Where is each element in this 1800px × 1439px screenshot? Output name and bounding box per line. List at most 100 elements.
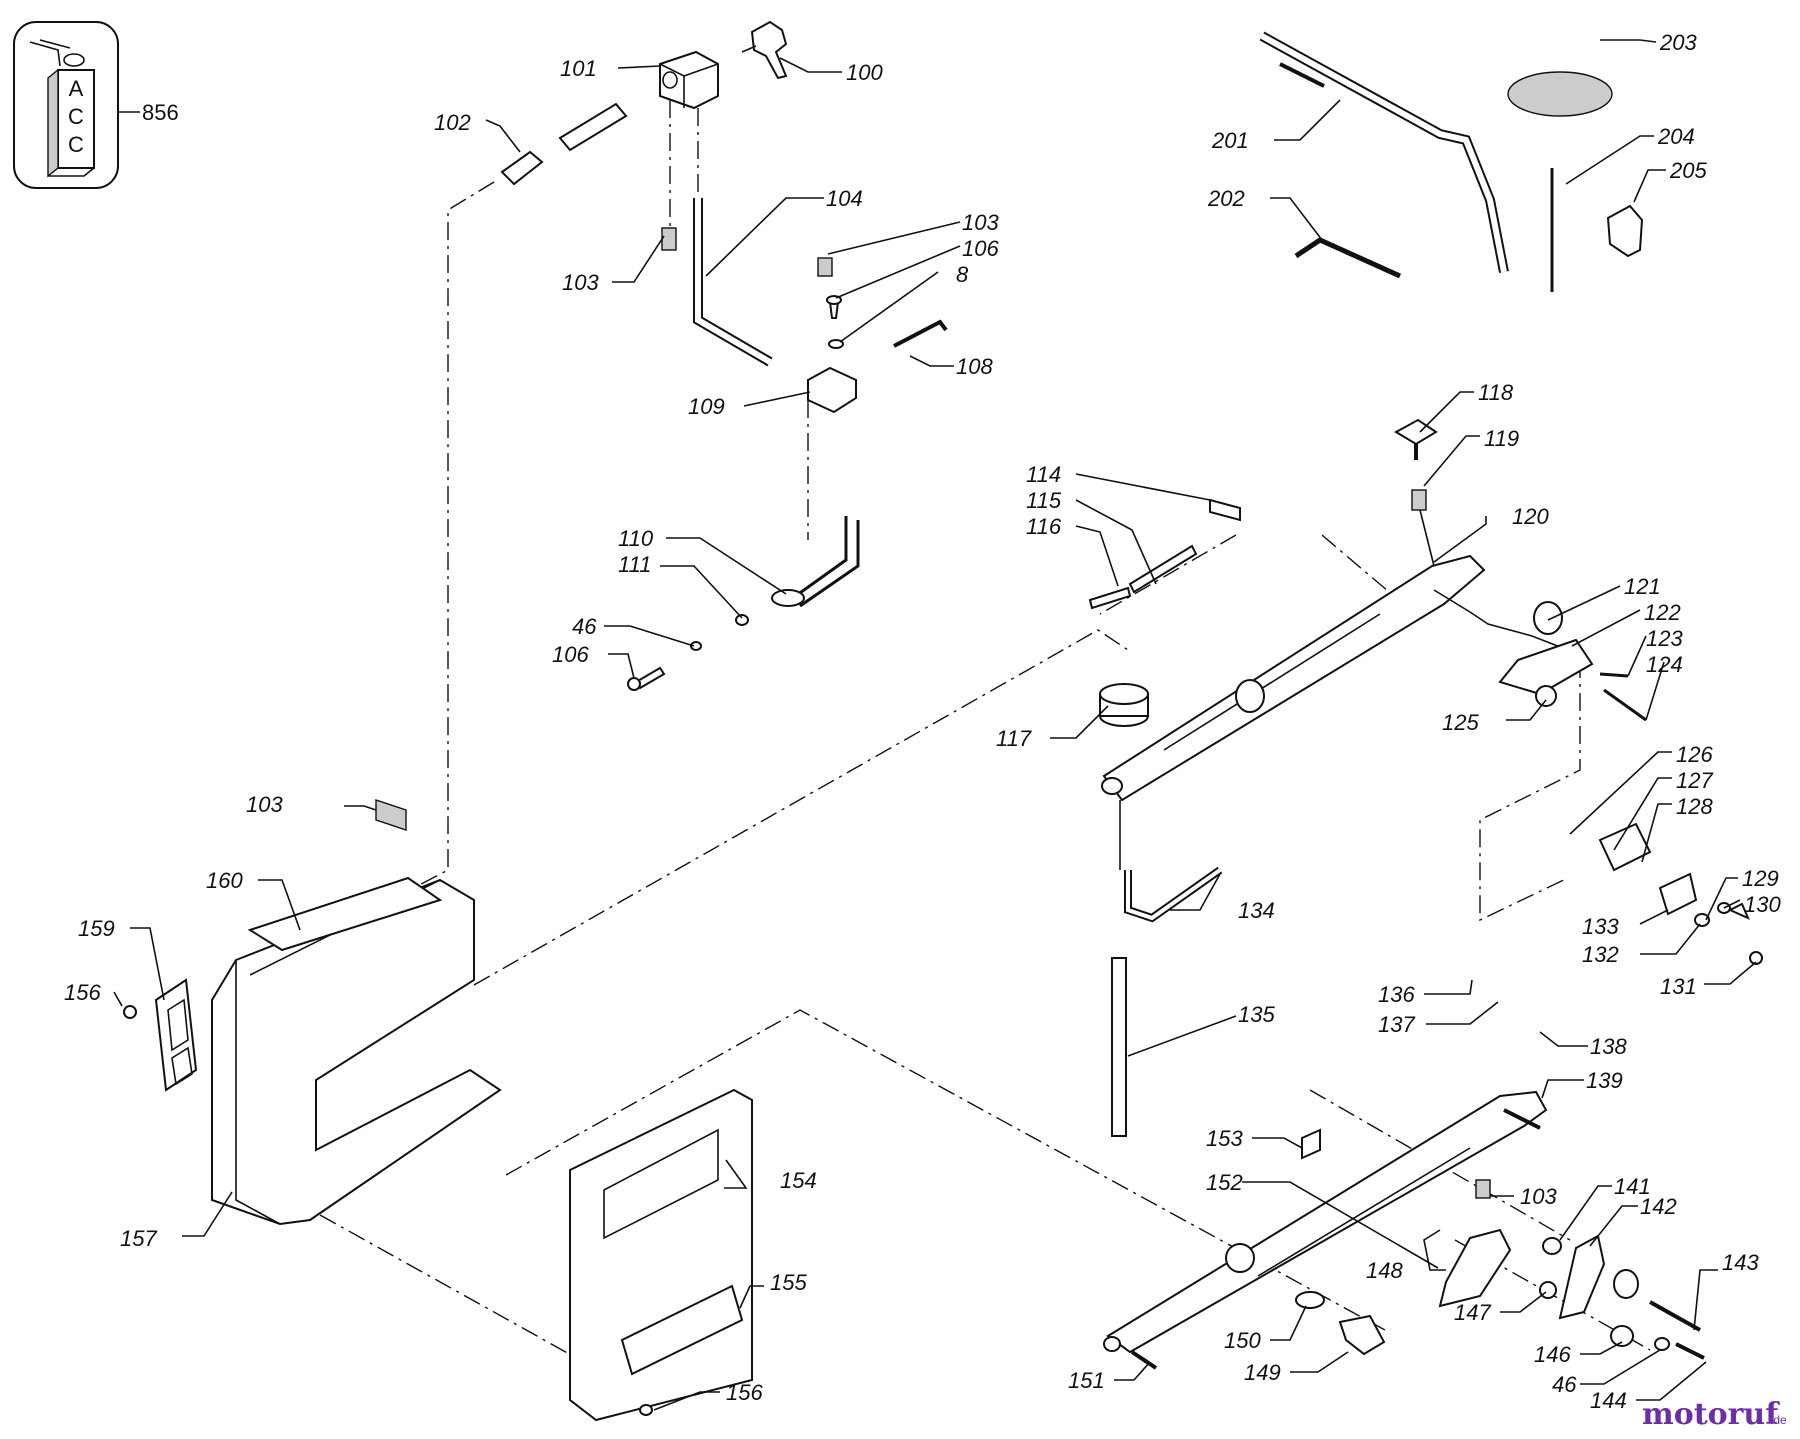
part-148-cam (1438, 1228, 1512, 1308)
callout-labels: 100 101 102 103 104 103 106 8 108 109 11… (64, 30, 1781, 1413)
callout-109: 109 (688, 394, 725, 419)
callout-121: 121 (1624, 574, 1661, 599)
callout-205: 205 (1669, 158, 1707, 183)
callout-156-left: 156 (64, 980, 101, 1005)
callout-141: 141 (1614, 1174, 1651, 1199)
callout-139: 139 (1586, 1068, 1623, 1093)
callout-103-upper-right: 103 (962, 210, 999, 235)
part-110-guide (771, 589, 805, 607)
callout-129: 129 (1742, 866, 1779, 891)
callout-138: 138 (1590, 1034, 1627, 1059)
watermark-suffix: .de (1770, 1413, 1787, 1427)
callout-106-upper: 106 (962, 236, 999, 261)
callout-126: 126 (1676, 742, 1713, 767)
part-101-block (659, 50, 719, 110)
acc-letter-1: A (69, 76, 84, 101)
assembly-lines (319, 181, 1651, 1361)
part-109-block (807, 366, 857, 414)
callout-147: 147 (1454, 1300, 1491, 1325)
callout-134: 134 (1238, 898, 1275, 923)
part-120-upper-arm (1102, 554, 1486, 802)
callout-128: 128 (1676, 794, 1713, 819)
callout-157: 157 (120, 1226, 157, 1251)
callout-201: 201 (1211, 128, 1249, 153)
part-125-bushing (1535, 685, 1557, 707)
part-102-sleeve-a (500, 150, 544, 186)
part-159-plate (154, 978, 198, 1092)
part-154-cover (569, 1088, 753, 1422)
callout-115: 115 (1026, 488, 1062, 513)
callout-122: 122 (1644, 600, 1681, 625)
callout-155: 155 (770, 1270, 807, 1295)
part-102-sleeve-b (558, 102, 628, 152)
callout-130: 130 (1744, 892, 1781, 917)
part-122-bracket (1498, 638, 1594, 696)
callout-149: 149 (1244, 1360, 1281, 1385)
part-155-label (620, 1284, 744, 1376)
callout-856: 856 (142, 100, 179, 125)
callout-159: 159 (78, 916, 115, 941)
part-103-screw-b (817, 257, 833, 277)
callout-143: 143 (1722, 1250, 1759, 1275)
part-103-screw-a (661, 227, 677, 251)
callout-135: 135 (1238, 1002, 1275, 1027)
callout-131: 131 (1660, 974, 1697, 999)
callout-114: 114 (1026, 462, 1061, 487)
callout-120: 120 (1512, 504, 1549, 529)
callout-103-frame: 103 (246, 792, 283, 817)
callout-103-upper-left: 103 (562, 270, 599, 295)
acc-inset: A C C 856 (13, 21, 179, 189)
callout-102: 102 (434, 110, 471, 135)
callout-119: 119 (1484, 426, 1519, 451)
part-135-link (1111, 957, 1127, 1137)
accessories (1259, 31, 1644, 292)
part-149-knob (1338, 1314, 1386, 1356)
callout-142: 142 (1640, 1194, 1677, 1219)
part-160-label (247, 876, 443, 952)
callout-100: 100 (846, 60, 883, 85)
callout-133: 133 (1582, 914, 1619, 939)
callout-203: 203 (1659, 30, 1697, 55)
part-203-disc (1507, 71, 1613, 117)
callout-116: 116 (1026, 514, 1062, 539)
callout-152: 152 (1206, 1170, 1243, 1195)
callout-103-lower: 103 (1520, 1184, 1557, 1209)
callout-108: 108 (956, 354, 993, 379)
acc-letter-3: C (68, 132, 84, 157)
part-115-rod (1128, 544, 1198, 594)
callout-146: 146 (1534, 1342, 1571, 1367)
callout-151: 151 (1068, 1368, 1105, 1393)
callout-124: 124 (1646, 652, 1683, 677)
part-114-bolt (1209, 498, 1241, 522)
lower-arm-assembly (1103, 1090, 1705, 1370)
part-100-knob (750, 20, 788, 80)
acc-letter-2: C (68, 104, 84, 129)
callout-204: 204 (1657, 124, 1695, 149)
watermark: motoruf .de (1642, 1397, 1787, 1432)
part-118-knob (1393, 418, 1438, 446)
connecting-rods (1111, 800, 1223, 1137)
callout-46-upper: 46 (572, 614, 597, 639)
lower-clamp (1598, 822, 1763, 965)
callout-144: 144 (1590, 1388, 1627, 1413)
callout-110: 110 (618, 526, 654, 551)
part-152-lower-arm (1106, 1090, 1548, 1354)
callout-202: 202 (1207, 186, 1245, 211)
callout-8: 8 (956, 262, 969, 287)
callout-148: 148 (1366, 1258, 1403, 1283)
callout-132: 132 (1582, 942, 1619, 967)
callout-123: 123 (1646, 626, 1683, 651)
acc-booklet (57, 69, 95, 169)
callout-101: 101 (560, 56, 597, 81)
part-116-pin (1088, 586, 1132, 610)
callout-125: 125 (1442, 710, 1479, 735)
leader-lines (113, 39, 1757, 1411)
callout-111: 111 (618, 552, 651, 577)
callout-118: 118 (1478, 380, 1514, 405)
callout-154: 154 (780, 1168, 817, 1193)
callout-117: 117 (996, 726, 1032, 751)
callout-136: 136 (1378, 982, 1415, 1007)
callout-137: 137 (1378, 1012, 1415, 1037)
